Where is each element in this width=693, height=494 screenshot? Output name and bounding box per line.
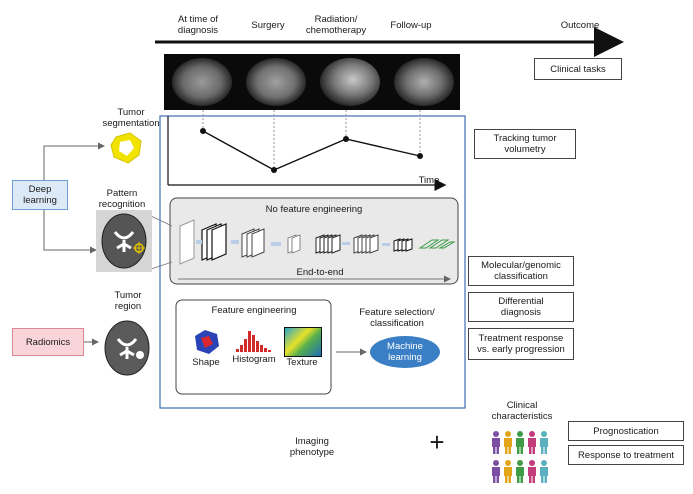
tracking-box: Tracking tumor volumetry bbox=[474, 129, 576, 159]
clinical-characteristics-label: Clinical characteristics bbox=[491, 400, 553, 422]
mri-scan bbox=[172, 58, 232, 106]
radiomics-box: Radiomics bbox=[12, 328, 84, 356]
texture-label: Texture bbox=[286, 357, 318, 368]
dl-panel-title: No feature engineering bbox=[265, 204, 363, 215]
deep-learning-box: Deep learning bbox=[12, 180, 68, 210]
feature-selection-label: Feature selection/ classification bbox=[359, 307, 435, 329]
imaging-phenotype-label: Imaging phenotype bbox=[289, 436, 335, 458]
tumor-region-brain bbox=[100, 318, 154, 378]
mri-scan bbox=[394, 58, 454, 106]
end-to-end-label: End-to-end bbox=[296, 267, 344, 278]
people-icons bbox=[490, 430, 550, 484]
tumor-mask-icon bbox=[108, 131, 144, 165]
dl-panel bbox=[169, 197, 459, 285]
volumetry-point bbox=[271, 167, 277, 173]
histogram-label: Histogram bbox=[232, 354, 276, 365]
response-box: Response to treatment bbox=[568, 445, 684, 465]
pattern-recognition-label: Pattern recognition bbox=[98, 188, 146, 210]
stage-diagnosis: At time of diagnosis bbox=[177, 14, 219, 36]
stage-radiation: Radiation/ chemotherapy bbox=[305, 14, 367, 36]
stage-follow-up: Follow-up bbox=[390, 20, 432, 31]
tumor-segmentation-label: Tumor segmentation bbox=[102, 107, 160, 129]
texture-icon bbox=[284, 327, 322, 357]
time-label: Time bbox=[418, 175, 440, 186]
feature-engineering-title: Feature engineering bbox=[211, 305, 297, 316]
stage-surgery: Surgery bbox=[251, 20, 285, 31]
mri-strip bbox=[164, 54, 460, 110]
cnn-layers bbox=[176, 216, 456, 268]
shape-label: Shape bbox=[192, 357, 220, 368]
shape-icon bbox=[191, 328, 221, 356]
main-frame bbox=[159, 115, 466, 409]
machine-learning-ellipse: Machine learning bbox=[370, 336, 440, 368]
mri-scan bbox=[320, 58, 380, 106]
stage-outcome: Outcome bbox=[560, 20, 600, 31]
treatment-task-box: Treatment response vs. early progression bbox=[468, 328, 574, 360]
tumor-region-label: Tumor region bbox=[114, 290, 142, 312]
volumetry-point bbox=[417, 153, 423, 159]
volumetry-point bbox=[343, 136, 349, 142]
pattern-brain-panel bbox=[96, 210, 152, 272]
differential-task-box: Differential diagnosis bbox=[468, 292, 574, 322]
plus-sign: + bbox=[429, 427, 445, 457]
histogram-icon bbox=[234, 327, 276, 353]
volumetry-line bbox=[202, 130, 421, 171]
mri-scan bbox=[246, 58, 306, 106]
molecular-task-box: Molecular/genomic classification bbox=[468, 256, 574, 286]
volumetry-point bbox=[200, 128, 206, 134]
clinical-tasks-box: Clinical tasks bbox=[534, 58, 622, 80]
prognostication-box: Prognostication bbox=[568, 421, 684, 441]
